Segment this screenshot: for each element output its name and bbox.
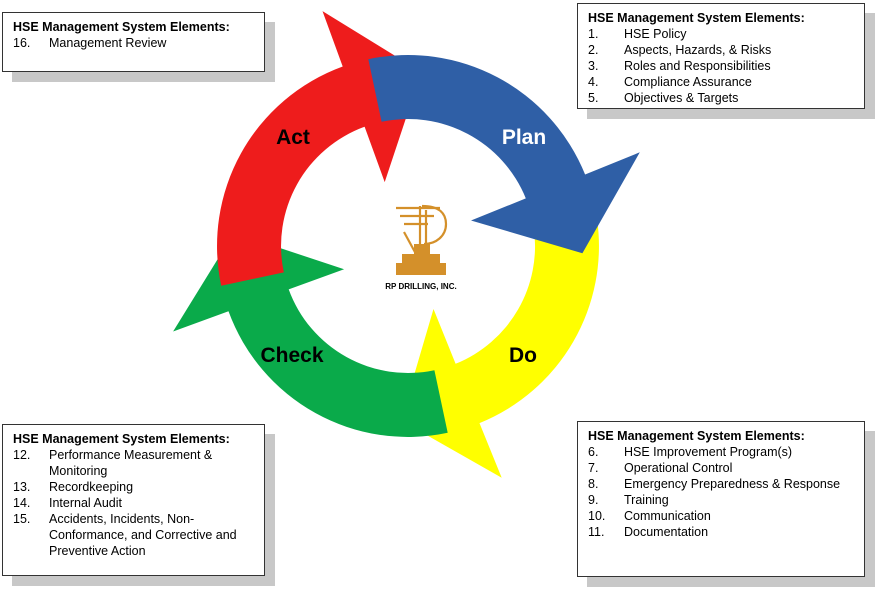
element-number: 9. [588,493,599,507]
act-elements-box: HSE Management System Elements: 16. Manag… [2,12,265,72]
company-name: RP DRILLING, INC. [385,282,456,291]
act-arrow-segment [217,11,422,286]
element-text: Objectives & Targets [624,91,739,105]
element-text: Management Review [49,36,167,50]
act-box-heading: HSE Management System Elements: [13,20,230,34]
do-arrow-segment [400,219,599,478]
element-text: Communication [624,509,711,523]
element-text: Performance Measurement & Monitoring [49,448,213,478]
check-element-item: 12. Performance Measurement & Monitoring [13,447,254,479]
act-element-item: 16. Management Review [13,35,254,51]
do-element-item: 8. Emergency Preparedness & Response [588,476,854,492]
do-label: Do [509,344,537,367]
plan-element-item: 2. Aspects, Hazards, & Risks [588,42,854,58]
plan-element-item: 4. Compliance Assurance [588,74,854,90]
plan-label: Plan [502,126,546,149]
plan-elements-box: HSE Management System Elements: 1. HSE Po… [577,3,865,109]
rp-drilling-logo: RP DRILLING, INC. [385,204,457,291]
element-number: 1. [588,27,599,41]
element-number: 11. [588,525,605,539]
element-text: Compliance Assurance [624,75,752,89]
check-elements-box: HSE Management System Elements: 12. Perfo… [2,424,265,576]
do-element-item: 9. Training [588,492,854,508]
element-number: 15. [13,512,31,526]
element-text: HSE Policy [624,27,687,41]
element-text: Roles and Responsibilities [624,59,771,73]
logo-base-icon [396,244,446,275]
element-text: Accidents, Incidents, Non-Conformance, a… [49,512,237,558]
element-number: 7. [588,461,599,475]
element-number: 5. [588,91,599,105]
element-text: Operational Control [624,461,733,475]
element-text: Documentation [624,525,709,539]
element-text: Internal Audit [49,496,122,510]
do-element-item: 6. HSE Improvement Program(s) [588,444,854,460]
element-number: 4. [588,75,599,89]
element-text: Training [624,493,669,507]
plan-arrow-segment [368,55,640,254]
do-element-item: 10. Communication [588,508,854,524]
element-number: 3. [588,59,599,73]
plan-element-item: 5. Objectives & Targets [588,90,854,106]
element-number: 16. [13,36,31,50]
plan-element-item: 3. Roles and Responsibilities [588,58,854,74]
element-number: 13. [13,480,31,494]
do-element-item: 11. Documentation [588,524,854,540]
check-element-item: 13. Recordkeeping [13,479,254,495]
element-number: 8. [588,477,599,491]
do-element-item: 7. Operational Control [588,460,854,476]
element-text: Recordkeeping [49,480,134,494]
check-element-item: 15. Accidents, Incidents, Non-Conformance… [13,511,254,559]
element-text: Aspects, Hazards, & Risks [624,43,772,57]
act-label: Act [276,126,310,149]
plan-box-heading: HSE Management System Elements: [588,11,805,25]
element-number: 2. [588,43,599,57]
check-element-item: 14. Internal Audit [13,495,254,511]
element-text: Emergency Preparedness & Response [624,477,841,491]
check-box-heading: HSE Management System Elements: [13,432,230,446]
element-text: HSE Improvement Program(s) [624,445,793,459]
element-number: 12. [13,448,31,462]
plan-element-item: 1. HSE Policy [588,26,854,42]
do-elements-box: HSE Management System Elements: 6. HSE Im… [577,421,865,577]
element-number: 10. [588,509,606,523]
check-label: Check [260,344,323,367]
element-number: 6. [588,445,599,459]
do-box-heading: HSE Management System Elements: [588,429,805,443]
element-number: 14. [13,496,31,510]
check-arrow-segment [173,232,448,437]
